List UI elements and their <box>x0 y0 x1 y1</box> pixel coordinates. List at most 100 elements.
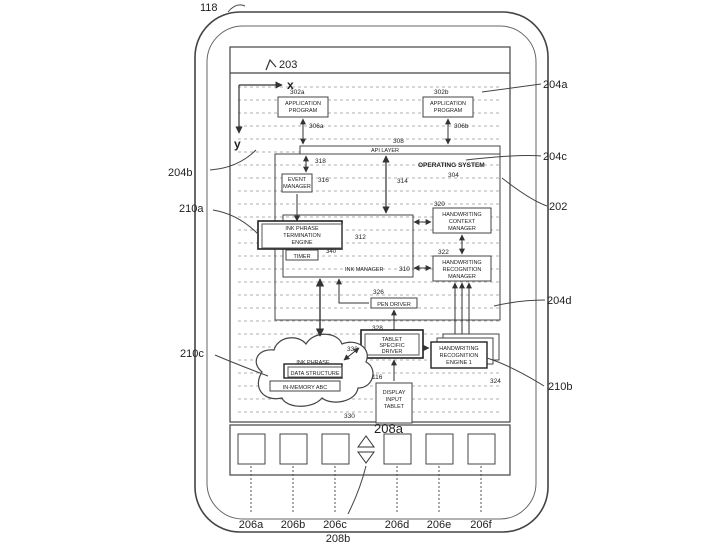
button-leaders <box>250 466 482 514</box>
label-206e: 206e <box>427 519 451 531</box>
app-b-line1: APPLICATION <box>430 101 466 107</box>
os-label: OPERATING SYSTEM <box>418 162 485 169</box>
arrow-pen-to-ink <box>336 278 369 304</box>
cloud-line1: INK PHRASE <box>296 360 330 366</box>
hwe-line2: RECOGNITION <box>440 353 479 359</box>
display-line2: INPUT <box>386 397 403 403</box>
event-manager-line2: MANAGER <box>283 184 311 190</box>
triple-arrows-recognition-engine <box>452 282 472 338</box>
app-b-line2: PROGRAM <box>434 108 463 114</box>
hwc-line3: MANAGER <box>448 226 476 232</box>
label-326: 326 <box>373 289 384 296</box>
timer-label: TIMER <box>293 254 310 260</box>
api-layer <box>299 145 501 155</box>
label-328: 328 <box>372 325 383 332</box>
label-304: 304 <box>448 172 459 179</box>
label-204d: 204d <box>547 295 571 307</box>
label-314: 314 <box>397 178 408 185</box>
hwr-line1: HANDWRITING <box>442 260 481 266</box>
ink-manager-label: INK MANAGER <box>345 267 384 273</box>
label-206a: 206a <box>239 519 264 531</box>
label-324: 324 <box>490 378 501 385</box>
ink-phrase-termination-engine <box>257 220 343 250</box>
app-a-line1: APPLICATION <box>285 101 321 107</box>
in-memory-abc <box>269 380 341 392</box>
scroll-up-arrow-icon[interactable] <box>357 435 375 448</box>
label-306b: 306b <box>454 123 469 130</box>
label-310: 310 <box>399 266 410 273</box>
button-tray <box>229 424 511 476</box>
label-204a: 204a <box>543 79 568 91</box>
cloud-line2: DATA STRUCTURE <box>291 371 340 377</box>
event-manager <box>281 173 313 193</box>
button-206a[interactable] <box>237 433 266 465</box>
display-line3: TABLET <box>384 404 405 410</box>
label-316: 316 <box>318 177 329 184</box>
hwc-line2: CONTEXT <box>449 219 476 225</box>
leader-lines <box>209 83 548 387</box>
leader-208b <box>347 465 367 515</box>
engine-line1: INK PHRASE <box>285 226 319 232</box>
label-322: 322 <box>438 249 449 256</box>
label-306a: 306a <box>309 123 324 130</box>
arrow-cloud-to-tablet <box>343 347 360 361</box>
button-206e[interactable] <box>425 433 454 465</box>
scroll-down-arrow-icon[interactable] <box>357 451 375 464</box>
axis-y-label: y <box>234 137 241 151</box>
tablet-specific-driver <box>360 329 424 359</box>
timer <box>285 249 319 261</box>
label-308: 308 <box>393 138 404 145</box>
button-206c[interactable] <box>321 433 350 465</box>
axis-x-label: x <box>287 78 294 92</box>
handwriting-recognition-engine <box>430 341 488 369</box>
engine-line3: ENGINE <box>291 240 312 246</box>
event-manager-line1: EVENT <box>288 177 307 183</box>
label-206f: 206f <box>470 519 492 531</box>
label-204c: 204c <box>543 151 567 163</box>
tablet-driver-line1: TABLET <box>382 337 403 343</box>
leader-118 <box>227 4 246 13</box>
label-208a: 208a <box>374 421 404 436</box>
screen <box>229 46 511 423</box>
button-206d[interactable] <box>383 433 412 465</box>
button-206b[interactable] <box>279 433 308 465</box>
engine-line2: TERMINATION <box>283 233 321 239</box>
application-program-b <box>422 96 474 118</box>
label-206c: 206c <box>323 519 347 531</box>
handwriting-recognition-manager <box>432 255 492 282</box>
label-340: 340 <box>326 249 337 255</box>
cloud-line3: IN-MEMORY ABC <box>283 385 327 391</box>
label-320: 320 <box>434 201 445 208</box>
button-206f[interactable] <box>467 433 496 465</box>
pen-driver-label: PEN DRIVER <box>377 302 411 308</box>
api-layer-label: API LAYER <box>371 148 399 154</box>
label-206d: 206d <box>385 519 409 531</box>
hwr-line3: MANAGER <box>448 274 476 280</box>
handwriting-context-manager <box>432 207 492 234</box>
hwr-line2: RECOGNITION <box>443 267 482 273</box>
app-a-line2: PROGRAM <box>289 108 318 114</box>
ink-engine-inner <box>261 223 343 249</box>
label-203: 203 <box>279 59 297 71</box>
label-202: 202 <box>549 201 567 213</box>
label-118: 118 <box>200 2 218 14</box>
pen-driver <box>370 297 418 309</box>
label-210b: 210b <box>548 381 572 393</box>
tablet-driver-line3: DRIVER <box>382 349 403 355</box>
application-program-a <box>277 96 329 118</box>
display-input-tablet <box>375 382 413 424</box>
hwe-line1: HANDWRITING <box>439 346 478 352</box>
label-204b: 204b <box>168 167 192 179</box>
tablet-driver-line2: SPECIFIC <box>379 343 404 349</box>
label-210a: 210a <box>179 203 204 215</box>
label-210c: 210c <box>180 348 204 360</box>
label-318: 318 <box>315 158 326 165</box>
label-206b: 206b <box>281 519 305 531</box>
data-structure-inner <box>287 366 343 378</box>
label-312: 312 <box>355 234 366 241</box>
display-line1: DISPLAY <box>383 390 406 396</box>
label-302b: 302b <box>434 89 449 96</box>
hwe-line3: ENGINE 1 <box>446 360 472 366</box>
tablet-driver-inner <box>364 333 420 356</box>
